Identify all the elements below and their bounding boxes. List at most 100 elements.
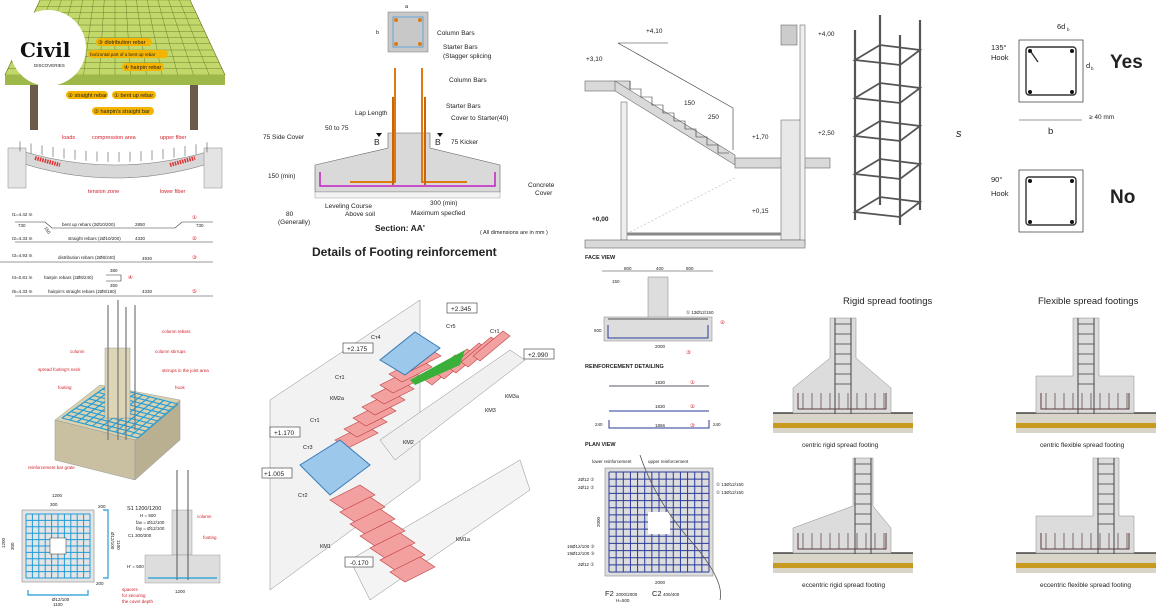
svg-text:centric flexible spread footin: centric flexible spread footing bbox=[1040, 442, 1125, 449]
svg-text:Ст2: Ст2 bbox=[298, 493, 308, 499]
footing-bar bbox=[1040, 533, 1130, 550]
cage-tie bbox=[852, 44, 923, 66]
stair-3d-labels: +2.345 Ст5 Ст1 Ст4 +2.175 +2.990 Ст1 КМ2… bbox=[261, 302, 555, 568]
svg-text:1100: 1100 bbox=[53, 602, 63, 607]
svg-text:+3,10: +3,10 bbox=[586, 56, 603, 63]
svg-text:+4,10: +4,10 bbox=[646, 28, 663, 35]
svg-text:150 (min): 150 (min) bbox=[268, 173, 295, 180]
svg-text:Ст3: Ст3 bbox=[303, 445, 313, 451]
svg-text:730: 730 bbox=[18, 223, 26, 228]
svg-text:column: column bbox=[197, 514, 212, 519]
svg-text:H' = 500: H' = 500 bbox=[127, 564, 144, 569]
svg-text:КМ3: КМ3 bbox=[485, 408, 496, 414]
schedule-row: ℓ1=4.42 m bent up rebars (2Ø10/200) 2850… bbox=[12, 212, 213, 235]
svg-text:① 13Ø12/150: ① 13Ø12/150 bbox=[716, 482, 744, 487]
svg-text:150: 150 bbox=[612, 279, 620, 284]
svg-text:fax = Ø12/100: fax = Ø12/100 bbox=[136, 520, 165, 525]
cage-tie bbox=[852, 120, 923, 142]
svg-text:B: B bbox=[374, 137, 380, 147]
svg-text:1100: 1100 bbox=[116, 540, 121, 550]
tread bbox=[349, 508, 396, 535]
svg-text:6d: 6d bbox=[1057, 22, 1065, 31]
svg-text:Ст4: Ст4 bbox=[371, 335, 381, 341]
grate-bar bbox=[114, 398, 158, 433]
svg-text:②: ② bbox=[690, 403, 695, 410]
svg-text:a: a bbox=[405, 4, 409, 10]
svg-text:Starter Bars: Starter Bars bbox=[446, 103, 481, 110]
cage-tie bbox=[852, 158, 923, 180]
load-arrows bbox=[19, 141, 208, 162]
svg-text:150: 150 bbox=[684, 100, 695, 107]
svg-text:1200: 1200 bbox=[52, 493, 63, 498]
cage-tie bbox=[852, 196, 923, 218]
svg-text:S1 1200/1200: S1 1200/1200 bbox=[127, 506, 161, 512]
footing-3d-labels: column rebars column column stirrups spr… bbox=[28, 329, 209, 470]
label-hairpin-straight: ⑤ hairpin's straight bar bbox=[94, 108, 150, 115]
svg-text:75 Side Cover: 75 Side Cover bbox=[263, 134, 305, 141]
stair-steps bbox=[629, 81, 729, 154]
svg-text:s: s bbox=[956, 128, 962, 140]
svg-text:75 Kicker: 75 Kicker bbox=[451, 139, 479, 146]
stair-3d-panel: +2.345 Ст5 Ст1 Ст4 +2.175 +2.990 Ст1 КМ2… bbox=[261, 299, 555, 601]
svg-text:eccentric flexible spread foot: eccentric flexible spread footing bbox=[1040, 582, 1131, 589]
svg-text:Leveling Course: Leveling Course bbox=[325, 203, 372, 210]
svg-text:2000: 2000 bbox=[596, 516, 601, 527]
footing-3d-panel: column rebars column column stirrups spr… bbox=[1, 300, 221, 607]
svg-text:50 to 75: 50 to 75 bbox=[325, 125, 349, 132]
svg-text:500: 500 bbox=[594, 328, 602, 333]
svg-text:lower reinforcement: lower reinforcement bbox=[592, 459, 632, 464]
svg-text:КМ2а: КМ2а bbox=[330, 396, 345, 402]
svg-text:d: d bbox=[1086, 61, 1090, 70]
svg-text:200: 200 bbox=[98, 504, 106, 509]
schedule-row: ℓ3=4.93 m distribution rebars (2Ø8/240) … bbox=[0, 253, 213, 263]
label-straight-rebar: ② straight rebar bbox=[68, 92, 107, 99]
svg-text:ℓ2=4.33 m: ℓ2=4.33 m bbox=[12, 236, 33, 241]
svg-text:③: ③ bbox=[686, 349, 691, 356]
section-label: Section: AA' bbox=[375, 223, 425, 233]
svg-text:distribution rebars (2Ø8/240): distribution rebars (2Ø8/240) bbox=[58, 255, 116, 260]
svg-text:2850: 2850 bbox=[135, 222, 146, 227]
svg-text:① 13Ø12/150: ① 13Ø12/150 bbox=[686, 310, 714, 315]
footing-body bbox=[1035, 457, 1135, 554]
slab-labels: ③ distribution rebar horizontal part of … bbox=[66, 38, 168, 115]
column-bars bbox=[350, 68, 467, 183]
svg-text:-0.170: -0.170 bbox=[350, 560, 369, 567]
slab-column-right bbox=[190, 85, 198, 130]
svg-text:hairpin rebars (2Ø8/240): hairpin rebars (2Ø8/240) bbox=[44, 275, 94, 280]
svg-text:H=500: H=500 bbox=[616, 598, 630, 603]
slab-panel: Civil DISCOVERIES ③ distribution rebar h… bbox=[0, 0, 226, 297]
spread-footing-drawings bbox=[773, 317, 1156, 573]
svg-text:column rebars: column rebars bbox=[162, 329, 191, 334]
svg-text:+4,00: +4,00 bbox=[818, 31, 835, 38]
svg-text:4330: 4330 bbox=[142, 289, 153, 294]
svg-text:1830: 1830 bbox=[655, 380, 666, 385]
svg-text:footing: footing bbox=[203, 535, 217, 540]
soil-layer bbox=[773, 563, 913, 568]
svg-text:КМ3а: КМ3а bbox=[505, 394, 520, 400]
grate-bar bbox=[130, 401, 172, 437]
svg-text:hook: hook bbox=[175, 385, 186, 390]
svg-text:fay = Ø12/100: fay = Ø12/100 bbox=[136, 526, 165, 531]
soil-layer bbox=[1016, 423, 1156, 428]
svg-text:Hook: Hook bbox=[991, 189, 1009, 198]
svg-text:+1.005: +1.005 bbox=[264, 471, 284, 478]
svg-text:b: b bbox=[376, 30, 379, 36]
logo: Civil DISCOVERIES bbox=[10, 10, 86, 86]
tread bbox=[472, 330, 511, 362]
svg-text:90°: 90° bbox=[991, 175, 1002, 184]
tread bbox=[379, 544, 426, 571]
svg-text:Ст1: Ст1 bbox=[310, 418, 320, 424]
label-tension-zone: tension zone bbox=[88, 189, 119, 195]
svg-text:+2.175: +2.175 bbox=[347, 346, 367, 353]
svg-text:1200: 1200 bbox=[1, 537, 6, 548]
logo-text: Civil bbox=[20, 38, 71, 62]
tread bbox=[329, 484, 376, 511]
logo-circle bbox=[10, 10, 86, 86]
svg-text:2Ø12 ②: 2Ø12 ② bbox=[578, 477, 595, 482]
leveling-course bbox=[314, 191, 501, 199]
svg-text:2Ø12 ②: 2Ø12 ② bbox=[578, 485, 595, 490]
footing-body bbox=[792, 457, 892, 554]
svg-text:③: ③ bbox=[192, 254, 197, 261]
svg-text:КМ2: КМ2 bbox=[403, 440, 414, 446]
